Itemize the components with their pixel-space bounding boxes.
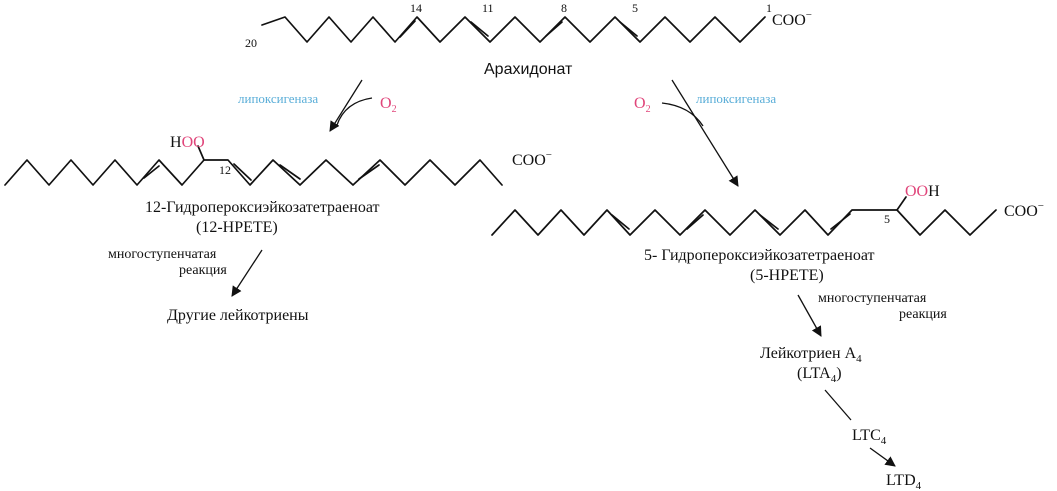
5-hpete-double-bond-8 xyxy=(759,214,779,230)
left-multistep-label-line1: многоступенчатая xyxy=(108,247,217,262)
right-multistep-label-line1: многоступенчатая xyxy=(818,291,927,306)
5-hpete-position-label: 5 xyxy=(884,212,890,226)
12-hpete-structure: HOO 12 COO− 12-Гидропероксиэйкозатетраен… xyxy=(4,134,552,236)
5-hpete-structure: OOH 5 COO− 5- Гидропероксиэйкозатетраено… xyxy=(491,183,1044,284)
right-multistep-label-line2: реакция xyxy=(899,307,947,322)
left-multistep: многоступенчатая реакция Другие лейкотри… xyxy=(108,247,309,324)
left-lipoxygenase-step: липоксигеназа O2 xyxy=(238,79,397,132)
left-multistep-label-line2: реакция xyxy=(179,263,227,278)
5-hpete-double-bond-6 xyxy=(830,213,851,230)
12-hpete-name: 12-Гидропероксиэйкозатетраеноат xyxy=(145,199,380,216)
right-reaction-arrow xyxy=(671,79,739,187)
carbon-label-14: 14 xyxy=(410,1,422,15)
double-bond-14 xyxy=(399,20,416,38)
arachidonate-backbone xyxy=(261,16,766,43)
carbon-label-1: 1 xyxy=(766,1,772,15)
5-hpete-double-bond-11 xyxy=(686,214,704,230)
ltc4-to-ltd4-arrow xyxy=(869,447,896,467)
5-hpete-c5-ooh-bond xyxy=(896,196,907,211)
right-multistep-arrow xyxy=(797,294,822,337)
arachidonate-carboxylate: COO− xyxy=(772,9,812,29)
double-bond-8 xyxy=(545,21,563,37)
right-enzyme-label: липоксигеназа xyxy=(696,91,776,106)
arachidonate-name: Арахидонат xyxy=(484,61,573,78)
left-reaction-arrow xyxy=(329,79,363,132)
carbon-label-8: 8 xyxy=(561,1,567,15)
arachidonate-structure: 20 14 11 8 5 1 COO− Арахидонат xyxy=(245,1,812,78)
left-enzyme-label: липоксигеназа xyxy=(238,91,318,106)
left-oxygen-label: O2 xyxy=(380,95,397,115)
5-hpete-double-bond-14 xyxy=(611,214,630,230)
12-hpete-double-bond-5 xyxy=(358,164,380,180)
lta4-abbrev: (LTA4) xyxy=(797,365,842,385)
12-hpete-carboxylate: COO− xyxy=(512,149,552,169)
12-hpete-double-bond-8 xyxy=(279,164,301,180)
12-hpete-position-label: 12 xyxy=(219,163,231,177)
5-hpete-name: 5- Гидропероксиэйкозатетраеноат xyxy=(644,247,875,264)
12-hpete-abbrev: (12-HPETE) xyxy=(196,219,278,236)
other-leukotrienes-label: Другие лейкотриены xyxy=(167,307,309,324)
double-bond-5 xyxy=(619,21,638,37)
12-hpete-double-bond-10 xyxy=(233,163,252,181)
lta4-label: Лейкотриен A4 xyxy=(760,345,862,365)
ltc4-label: LTC4 xyxy=(852,427,887,447)
12-hpete-hydroperoxy: HOO xyxy=(170,134,205,151)
carbon-label-11: 11 xyxy=(482,1,494,15)
lta4-to-ltc4-line xyxy=(824,389,852,421)
ltd4-label: LTD4 xyxy=(886,472,922,491)
left-multistep-arrow xyxy=(231,249,263,297)
carbon-label-20: 20 xyxy=(245,36,257,50)
right-oxygen-curve xyxy=(661,102,704,127)
double-bond-11 xyxy=(470,21,489,37)
left-oxygen-curve xyxy=(336,97,373,126)
12-hpete-c12-ooh-bond xyxy=(197,145,205,161)
5-hpete-backbone xyxy=(491,209,997,236)
5-hpete-abbrev: (5-HPETE) xyxy=(750,267,824,284)
right-lipoxygenase-step: O2 липоксигеназа xyxy=(634,79,776,187)
right-oxygen-label: O2 xyxy=(634,95,651,115)
12-hpete-double-bond-14 xyxy=(143,165,160,179)
carbon-label-5: 5 xyxy=(632,1,638,15)
12-hpete-backbone xyxy=(4,159,503,186)
5-hpete-hydroperoxy: OOH xyxy=(905,183,940,200)
5-hpete-carboxylate: COO− xyxy=(1004,200,1044,220)
right-multistep: многоступенчатая реакция Лейкотриен A4 (… xyxy=(760,291,947,491)
